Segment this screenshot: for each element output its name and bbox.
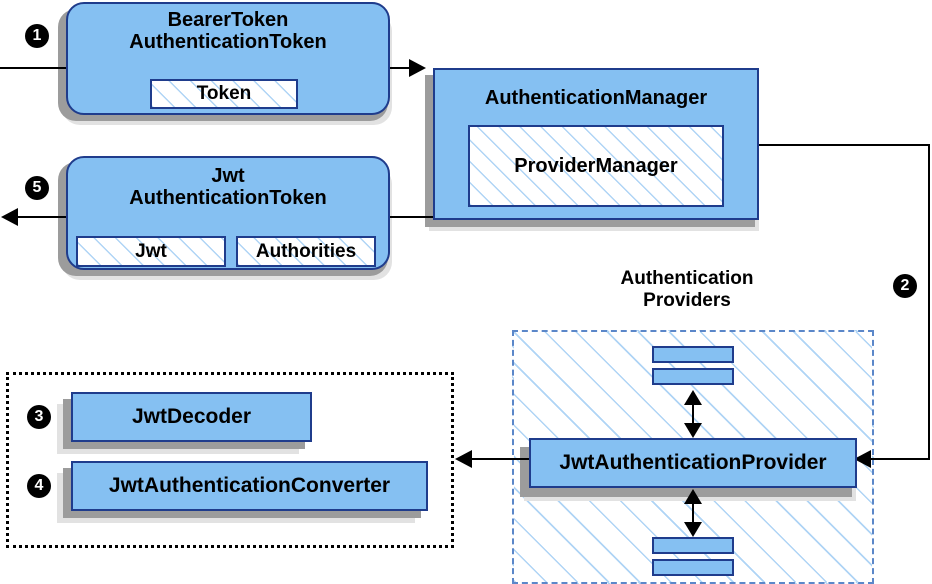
connector-bearer-to-manager — [390, 67, 420, 69]
node-jwt-authentication-provider[interactable]: JwtAuthenticationProvider — [529, 438, 857, 488]
provider-stub-top-bar-1 — [652, 346, 734, 363]
provider-stub-top-bar-2 — [652, 368, 734, 385]
jwt-converter-label: JwtAuthenticationConverter — [108, 473, 391, 497]
jwt-token-title-line1: Jwt — [211, 165, 245, 187]
connector-provider-to-decoder-group — [470, 458, 530, 460]
authentication-manager-inner-provider-manager[interactable]: ProviderManager — [468, 125, 724, 207]
jwt-token-title-line2: AuthenticationToken — [129, 186, 327, 209]
arrowhead-bearer-to-manager — [409, 59, 426, 77]
connector-right-to-provider — [870, 458, 930, 460]
providers-caption-line1: Authentication — [620, 268, 754, 289]
connector-response-out — [18, 216, 70, 218]
jwt-provider-label: JwtAuthenticationProvider — [559, 450, 827, 474]
step-marker-5-label: 5 — [32, 179, 42, 196]
arrowhead-into-decoder-group — [455, 450, 472, 468]
bearer-token-title-line1: BearerToken — [167, 9, 289, 31]
arrowhead-provider-bottom-down — [684, 522, 702, 537]
step-marker-3-label: 3 — [34, 408, 44, 425]
bearer-token-inner-label: Token — [196, 83, 252, 104]
arrowhead-into-provider — [854, 450, 871, 468]
decoder-group-region — [6, 372, 454, 548]
jwt-token-inner-jwt[interactable]: Jwt — [76, 236, 226, 267]
arrowhead-provider-top-up — [684, 390, 702, 405]
providers-caption-line2: Providers — [643, 290, 731, 312]
step-marker-2: 2 — [893, 274, 917, 298]
connector-provider-top-double-arrow — [692, 394, 694, 432]
connector-manager-right-segment — [757, 144, 930, 146]
authentication-manager-label: AuthenticationManager — [484, 87, 708, 109]
step-marker-4-label: 4 — [34, 477, 44, 494]
jwt-token-inner-authorities-label: Authorities — [255, 240, 357, 262]
jwt-token-inner-authorities[interactable]: Authorities — [236, 236, 376, 267]
arrowhead-response-out — [1, 208, 18, 226]
jwt-token-inner-jwt-label: Jwt — [135, 240, 167, 262]
node-jwt-decoder[interactable]: JwtDecoder — [71, 392, 312, 442]
step-marker-4: 4 — [27, 474, 51, 498]
connector-manager-to-jwt-token — [390, 216, 435, 218]
step-marker-5: 5 — [25, 176, 49, 200]
provider-stub-bottom-bar-1 — [652, 537, 734, 554]
bearer-token-title-line2: AuthenticationToken — [129, 30, 327, 53]
provider-stub-bottom-bar-2 — [652, 559, 734, 576]
arrowhead-provider-top-down — [684, 423, 702, 438]
step-marker-3: 3 — [27, 405, 51, 429]
provider-manager-label: ProviderManager — [514, 154, 678, 177]
node-jwt-authentication-converter[interactable]: JwtAuthenticationConverter — [71, 461, 428, 511]
arrowhead-provider-bottom-up — [684, 489, 702, 504]
step-marker-2-label: 2 — [900, 277, 910, 294]
jwt-decoder-label: JwtDecoder — [131, 404, 252, 428]
bearer-token-inner-token[interactable]: Token — [150, 79, 298, 109]
step-marker-1: 1 — [25, 24, 49, 48]
connector-request-in — [0, 67, 70, 69]
step-marker-1-label: 1 — [32, 27, 42, 44]
connector-right-vertical-segment — [928, 144, 930, 459]
authentication-providers-caption: Authentication Providers — [567, 268, 807, 312]
connector-provider-bottom-double-arrow — [692, 493, 694, 531]
